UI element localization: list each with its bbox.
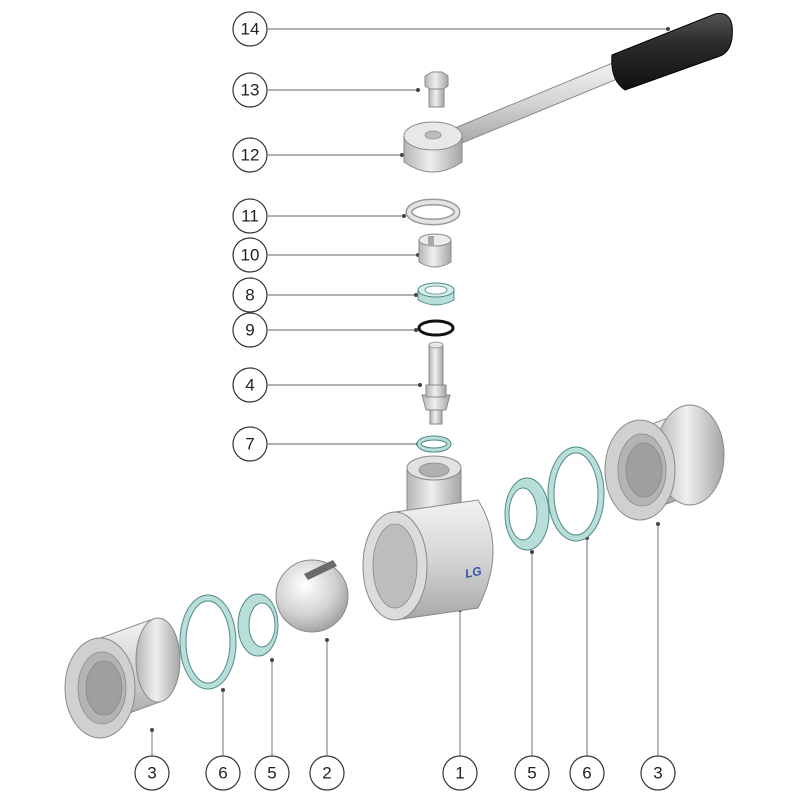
callout-6-right: 6 <box>569 755 605 791</box>
callout-2: 2 <box>309 755 345 791</box>
callout-14: 14 <box>232 11 268 47</box>
callout-label: 3 <box>653 764 662 783</box>
part-end-connector-left <box>64 617 181 739</box>
part-o-ring <box>417 319 455 337</box>
callout-label: 1 <box>455 764 464 783</box>
callout-11: 11 <box>232 198 268 234</box>
part-ring <box>405 198 461 226</box>
part-gland-nut <box>418 233 452 268</box>
callout-label: 14 <box>241 20 260 39</box>
body-logo: LG <box>464 564 483 581</box>
part-stem-packing <box>417 282 455 306</box>
callout-10: 10 <box>232 237 268 273</box>
callout-label: 9 <box>245 321 254 340</box>
callout-label: 5 <box>267 764 276 783</box>
part-seat-left <box>237 593 279 657</box>
part-stem-seal <box>416 435 452 453</box>
callout-9: 9 <box>232 312 268 348</box>
callout-12: 12 <box>232 137 268 173</box>
callout-label: 11 <box>241 207 259 226</box>
callout-3-right: 3 <box>640 755 676 791</box>
callout-label: 4 <box>245 376 254 395</box>
callout-1: 1 <box>442 755 478 791</box>
part-end-connector-right <box>604 404 725 521</box>
callouts: 14 13 12 11 10 8 9 4 <box>134 11 676 791</box>
callout-label: 6 <box>582 764 591 783</box>
callout-label: 2 <box>322 764 331 783</box>
part-valve-body: LG <box>362 455 494 621</box>
callout-5-left: 5 <box>254 755 290 791</box>
part-stem <box>421 341 451 425</box>
callout-label: 10 <box>241 246 260 265</box>
callout-3-left: 3 <box>134 755 170 791</box>
callout-label: 12 <box>241 146 260 165</box>
part-gasket-left <box>179 594 237 690</box>
callout-8: 8 <box>232 277 268 313</box>
callout-13: 13 <box>232 72 268 108</box>
callout-6-left: 6 <box>205 755 241 791</box>
callout-label: 3 <box>147 764 156 783</box>
callout-label: 5 <box>527 764 536 783</box>
part-ball <box>275 559 349 633</box>
callout-4: 4 <box>232 367 268 403</box>
part-bolt <box>424 71 449 108</box>
part-handle-hub <box>403 121 463 173</box>
part-seat-right <box>504 477 550 551</box>
callout-7: 7 <box>232 426 268 462</box>
callout-5-right: 5 <box>514 755 550 791</box>
callout-label: 13 <box>241 81 260 100</box>
callout-label: 6 <box>218 764 227 783</box>
callout-label: 8 <box>245 286 254 305</box>
part-gasket-right <box>547 446 605 542</box>
callout-label: 7 <box>245 435 254 454</box>
part-handle <box>454 13 733 144</box>
